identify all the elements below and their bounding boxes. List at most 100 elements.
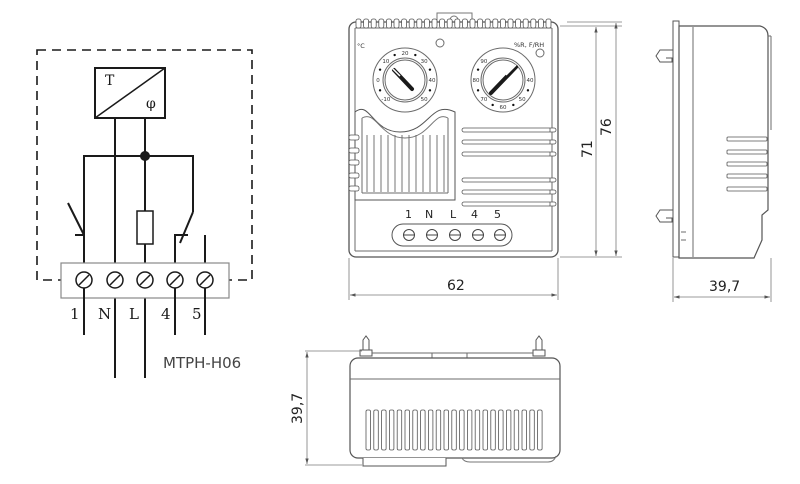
dial-scale-label: 40 [429,78,436,84]
vent-slot [505,409,512,451]
vent-slot [522,18,529,29]
dial-scale-label: 90 [480,59,487,65]
vent-slot [412,409,418,451]
vent-slot [515,18,521,29]
vent-slot [507,18,514,29]
dial-scale-label: 60 [500,105,507,111]
vent-slot [498,409,504,451]
side-vent-slots [348,134,360,192]
dial-scale-label: 70 [480,97,487,103]
dimension-width: 62 [447,278,465,294]
vent-slot [435,409,442,451]
vent-slot [538,18,544,29]
vent-slot [469,18,476,29]
vent-slot [726,161,768,167]
vent-slot [461,151,557,157]
dial-tick [526,89,530,92]
vent-slot [492,18,499,29]
vent-slot [396,409,403,451]
vent-slot [348,147,360,154]
model-name: MTPH-H06 [163,354,241,372]
vent-slot [348,134,360,141]
dial-scale-label: 50 [519,97,526,103]
front-terminal-label: 5 [494,208,501,221]
junction-dot [140,151,150,161]
right-vent-slots [461,127,557,207]
converter-label-phi: φ [146,96,156,112]
vent-slot [446,18,453,29]
vent-slot [461,18,468,29]
vent-slot [404,409,410,451]
vent-slot [545,18,552,29]
vent-slot [348,159,360,166]
terminal-label: 1 [70,305,80,323]
dial-tick [393,53,396,57]
vent-slot [461,177,557,183]
vent-slot [416,18,423,29]
screw-terminal [196,271,214,289]
vent-slot [401,18,408,29]
vent-slot [431,18,438,29]
vent-slot [454,18,461,29]
vent-slot [365,409,371,451]
wires [67,118,206,378]
device-boundary-dashed [36,49,253,281]
vent-slot [513,409,520,451]
dial-tick [378,68,382,71]
dial-tick [378,89,382,92]
vent-slot [459,409,465,451]
vent-slot [537,409,543,451]
vent-slot [439,18,446,29]
vent-slot [726,186,768,192]
vent-slot [408,18,415,29]
side-view: 39,7 [655,20,772,302]
vent-slot [461,139,557,145]
vent-slot [427,409,434,451]
dial-unit-humidity: %R, F/RH [514,41,544,49]
vent-slot [393,18,400,29]
dial-tick [476,89,480,92]
screw-terminal [136,271,154,289]
dial-tick [491,103,494,107]
dial-tick [476,68,480,71]
vent-slot [499,18,506,29]
front-terminal-label: 1 [405,208,412,221]
vent-slot [381,409,387,451]
vent-slot [388,409,395,451]
dial-scale-label: 40 [527,78,534,84]
screw-terminal [106,271,124,289]
vent-grille [354,108,456,201]
dimension-height-71: 71 [580,140,596,158]
front-terminals: 1 N L 4 5 [391,208,513,247]
dial-tick [512,103,515,107]
vent-slot [726,149,768,155]
vent-slot [355,18,362,29]
vent-slot [521,409,527,451]
vent-slot [370,18,377,29]
vent-slot [477,18,484,29]
vent-slot [420,409,426,451]
dial-scale-label: -10 [381,97,390,103]
bottom-vent-slots [365,409,543,451]
screw-terminal [166,271,184,289]
vent-slot [348,185,360,192]
fuse [136,210,154,245]
dimension-lines: 62 71 76 [348,21,622,300]
vent-slot [373,409,379,451]
top-vent-slots [355,18,552,29]
vent-slot [378,18,385,29]
converter-label-t: T [105,73,115,89]
vent-slot [385,18,392,29]
dial-scale-label: 0 [376,78,380,84]
dial-scale-label: 10 [382,59,389,65]
vent-slot [451,409,457,451]
vent-slot [423,18,430,29]
screw-terminal [75,271,93,289]
terminal-label: 4 [161,305,171,323]
side-view-vent-slots [726,136,768,192]
dial-tick [428,68,432,71]
